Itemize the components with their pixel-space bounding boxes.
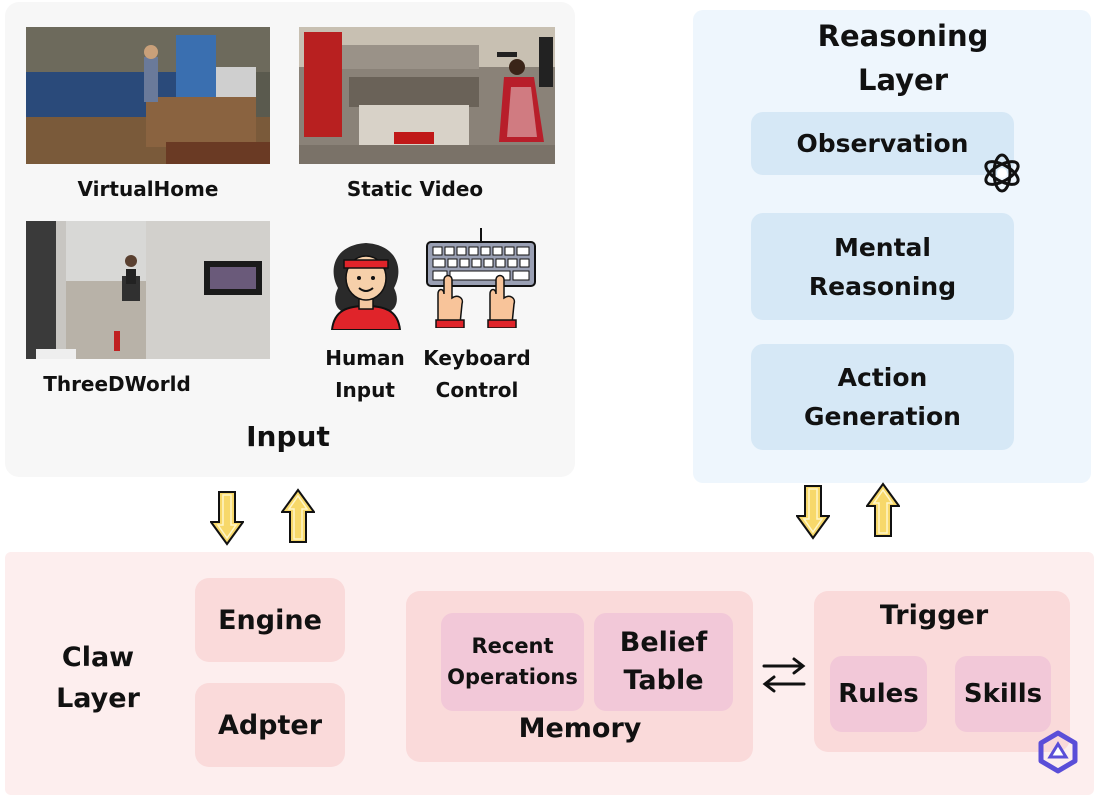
down-arrow-icon xyxy=(795,484,831,540)
skills-box: Skills xyxy=(955,656,1051,732)
up-arrow-icon xyxy=(280,488,316,544)
openai-logo-icon xyxy=(980,151,1024,195)
up-arrow-icon xyxy=(865,482,901,538)
threedworld-image xyxy=(26,221,270,359)
reasoning-layer-title: Reasoning Layer xyxy=(817,19,989,97)
keyboard-control-label: Keyboard Control xyxy=(423,346,531,402)
observation-box: Observation xyxy=(751,112,1014,175)
human-input-label: Human Input xyxy=(325,346,405,402)
engine-box: Engine xyxy=(195,578,345,662)
virtualhome-label: VirtualHome xyxy=(77,177,219,201)
claw-layer-title: Claw Layer xyxy=(56,642,140,714)
static-video-image xyxy=(299,27,555,164)
human-avatar-icon xyxy=(326,240,406,331)
rules-box: Rules xyxy=(830,656,927,732)
adapter-box: Adpter xyxy=(195,683,345,767)
memory-title: Memory xyxy=(518,713,642,744)
threedworld-label: ThreeDWorld xyxy=(43,372,191,396)
down-arrow-icon xyxy=(209,490,245,546)
static-video-label: Static Video xyxy=(346,177,484,201)
exchange-arrows-icon xyxy=(760,655,808,695)
trigger-title: Trigger xyxy=(879,600,989,631)
qwen-logo-icon xyxy=(1036,730,1080,774)
input-title: Input xyxy=(246,420,330,453)
virtualhome-image xyxy=(26,27,270,164)
keyboard-control-icon xyxy=(424,228,538,329)
